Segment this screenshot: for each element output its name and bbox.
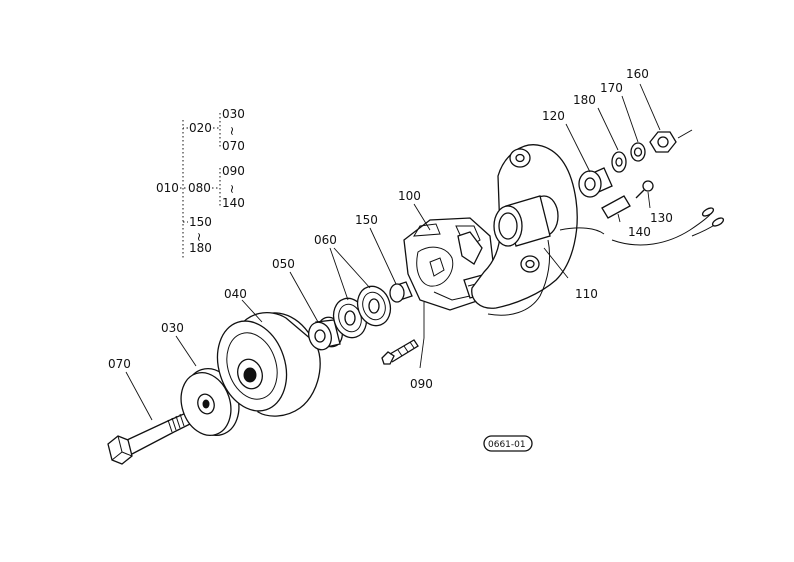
callout-140: 140: [628, 225, 651, 239]
assembly-tree: 010 020 030 ~ 070 080 090 ~ 140 150 ~ 18…: [156, 107, 245, 258]
callout-180: 180: [573, 93, 596, 107]
tree-080: 080: [188, 181, 211, 195]
tree-010: 010: [156, 181, 179, 195]
callout-100: 100: [398, 189, 421, 203]
callout-090: 090: [410, 377, 433, 391]
tree-020: 020: [189, 121, 212, 135]
leader-lines: [125, 83, 661, 421]
nut-160: [649, 129, 693, 153]
tree-range-3: ~: [192, 232, 206, 242]
callout-labels: 070 030 040 050 060 150 100 090 110 120 …: [108, 67, 673, 391]
collar-150: [389, 281, 413, 303]
tree-range-1: ~: [225, 126, 239, 136]
callout-120: 120: [542, 109, 565, 123]
figure-code-text: 0661-01: [488, 440, 526, 450]
cable-140: [601, 195, 725, 246]
pulley-040: [216, 312, 321, 417]
figure-code: 0661-01: [483, 435, 533, 452]
callout-070: 070: [108, 357, 131, 371]
housing-110: [471, 144, 605, 316]
washer-170: [630, 142, 646, 162]
callout-060: 060: [314, 233, 337, 247]
callout-110: 110: [575, 287, 598, 301]
tree-030: 030: [222, 107, 245, 121]
tree-140: 140: [222, 196, 245, 210]
tree-180: 180: [189, 241, 212, 255]
tree-150: 150: [189, 215, 212, 229]
tree-070: 070: [222, 139, 245, 153]
callout-170: 170: [600, 81, 623, 95]
tree-range-2: ~: [225, 184, 239, 194]
callout-150: 150: [355, 213, 378, 227]
bearings-060: [332, 285, 392, 339]
bolt-070: [107, 412, 191, 465]
washer-180: [611, 151, 627, 173]
callout-040: 040: [224, 287, 247, 301]
callout-050: 050: [272, 257, 295, 271]
callout-130: 130: [650, 211, 673, 225]
bearing-120: [578, 167, 613, 198]
tree-090: 090: [222, 164, 245, 178]
screw-130: [635, 180, 654, 199]
screw-090: [381, 339, 419, 365]
callout-030: 030: [161, 321, 184, 335]
callout-160: 160: [626, 67, 649, 81]
